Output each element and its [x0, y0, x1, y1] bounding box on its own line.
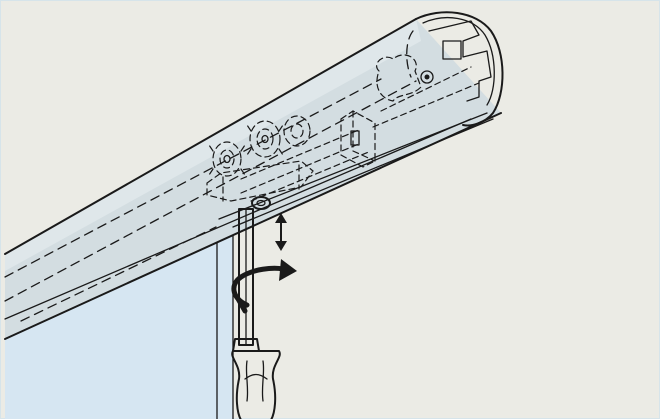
rotate-arrow	[231, 259, 297, 314]
mounting-bracket	[340, 54, 422, 168]
wheel-left	[208, 141, 246, 177]
adjustment-wheels	[206, 115, 314, 202]
roller-blind-headrail	[4, 18, 502, 340]
end-cap	[406, 11, 504, 127]
wheel-right	[246, 120, 284, 158]
wheel-third	[283, 115, 311, 147]
screwdriver	[231, 196, 281, 419]
fabric-panel	[5, 225, 234, 419]
vertical-adjust-arrow	[275, 213, 287, 251]
